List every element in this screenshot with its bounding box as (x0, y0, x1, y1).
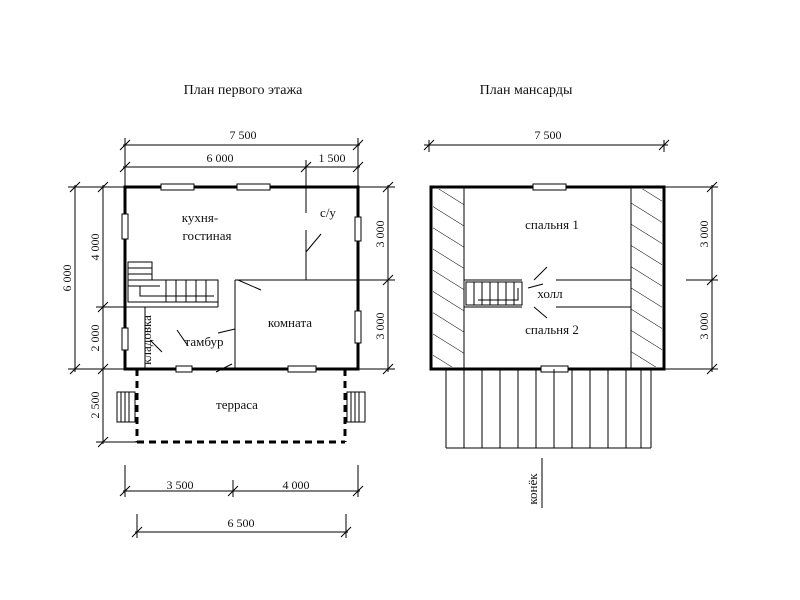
roof-slats (445, 369, 652, 449)
dim-ground-total-width: 7 500 (230, 128, 257, 142)
attic-door-swings (527, 266, 548, 319)
attic-hatch-left (433, 189, 464, 367)
ground-bottom-dimensions: 3 500 4 000 6 500 (119, 465, 364, 538)
ground-floor-title: План первого этажа (184, 83, 304, 98)
ground-floor-plan: кухня- гостиная с/у комната тамбур кладо… (116, 183, 366, 444)
attic-floor-plan: спальня 1 холл спальня 2 конёк (429, 183, 666, 508)
dim-ground-right-width: 1 500 (319, 151, 346, 165)
label-vestibule: тамбур (185, 334, 224, 349)
label-pantry: кладовка (139, 315, 154, 365)
label-hall: холл (537, 286, 563, 301)
attic-right-dimensions: 3 000 3 000 (664, 181, 718, 375)
label-ridge: конёк (525, 473, 540, 505)
ground-windows (121, 183, 362, 373)
dim-ground-bottom-left: 3 500 (167, 478, 194, 492)
ground-staircase (127, 261, 219, 303)
label-bedroom1: спальня 1 (525, 217, 579, 232)
label-kitchen-line2: гостиная (183, 228, 232, 243)
attic-floor-title: План мансарды (480, 83, 573, 98)
label-wc: с/у (320, 205, 336, 220)
dim-attic-total-width: 7 500 (535, 128, 562, 142)
dim-ground-left-total: 6 000 (60, 265, 74, 292)
dim-ground-left-lower: 2 000 (88, 325, 102, 352)
attic-top-dimensions: 7 500 (423, 128, 670, 152)
dim-ground-right-upper: 3 000 (373, 221, 387, 248)
dim-ground-right-lower: 3 000 (373, 313, 387, 340)
terrace-steps-right (346, 391, 366, 423)
terrace-steps-left (116, 391, 136, 423)
dim-ground-bottom-total: 6 500 (228, 516, 255, 530)
ground-interior-walls (125, 187, 358, 370)
label-bedroom2: спальня 2 (525, 322, 579, 337)
dim-ground-bottom-right: 4 000 (283, 478, 310, 492)
dim-ground-left-upper: 4 000 (88, 234, 102, 261)
attic-outer-walls (429, 185, 666, 371)
terrace-outline (135, 369, 347, 444)
dim-ground-left-terrace: 2 500 (88, 392, 102, 419)
label-kitchen-line1: кухня- (182, 210, 218, 225)
ground-left-dimensions: 6 000 4 000 2 000 2 500 (60, 181, 137, 448)
dim-attic-right-lower: 3 000 (697, 313, 711, 340)
ground-door-swings (149, 233, 322, 373)
ground-right-dimensions: 3 000 3 000 (358, 181, 395, 375)
attic-window-top (532, 183, 567, 191)
label-terrace: терраса (216, 397, 258, 412)
label-room: комната (268, 315, 312, 330)
attic-hatch-right (631, 189, 662, 367)
dim-ground-left-width: 6 000 (207, 151, 234, 165)
attic-staircase (465, 281, 523, 306)
dim-attic-right-upper: 3 000 (697, 221, 711, 248)
ground-top-dimensions: 7 500 6 000 1 500 (119, 128, 364, 187)
attic-interior-walls (464, 279, 631, 308)
